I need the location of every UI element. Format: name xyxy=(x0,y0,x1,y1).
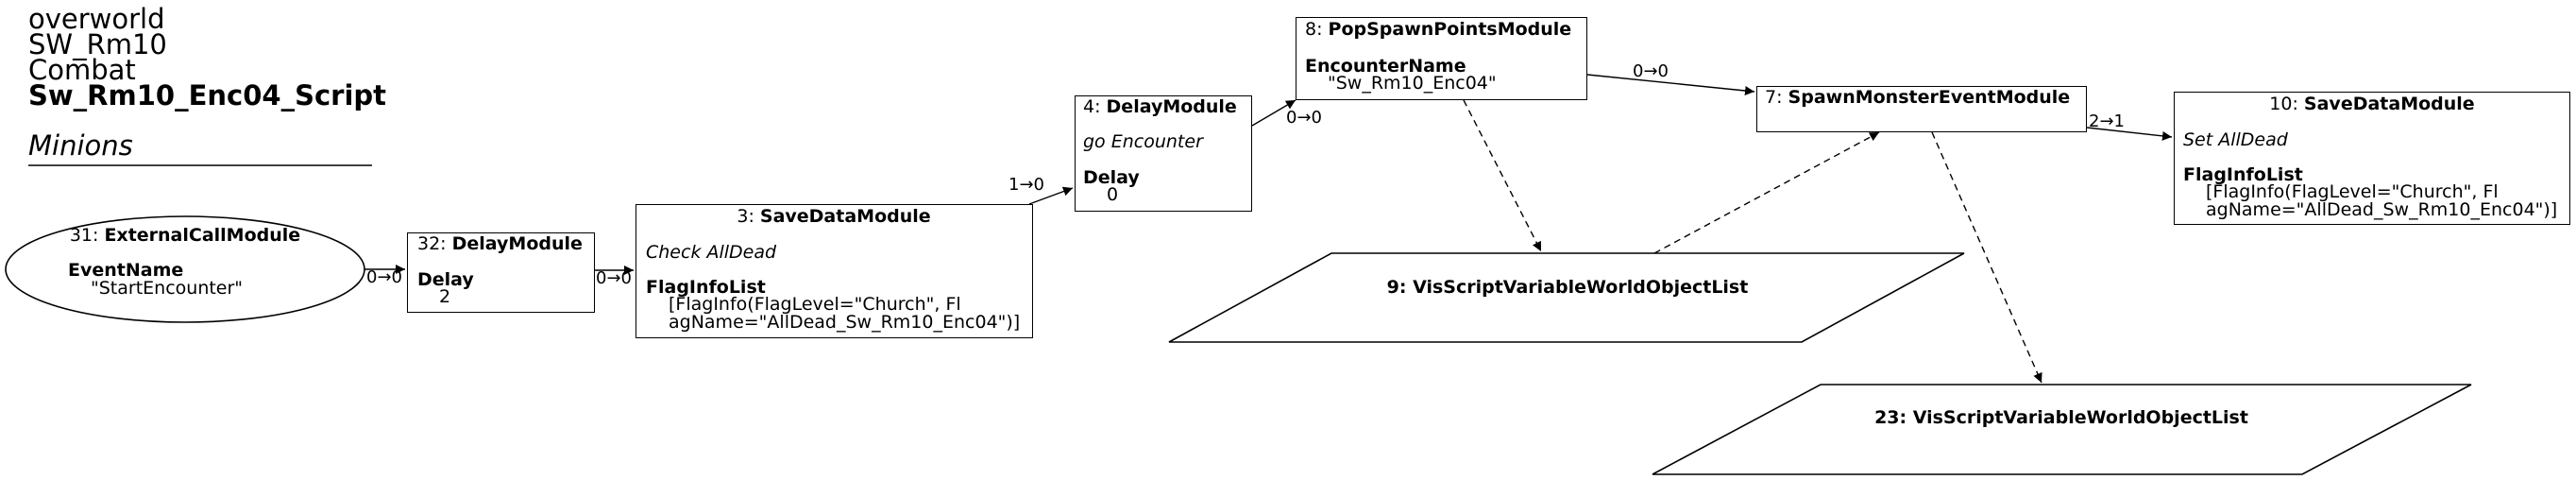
node-9-label: 9: VisScriptVariableWorldObjectList xyxy=(1386,277,1749,298)
node-3-param-name: FlagInfoList xyxy=(646,277,766,298)
node-7-title: 7: SpawnMonsterEventModule xyxy=(1765,87,2071,108)
node-10-param-name: FlagInfoList xyxy=(2183,164,2303,185)
header-line-1: overworld xyxy=(28,3,165,35)
node-9-shape[interactable] xyxy=(1168,252,1965,343)
node-8-param-name: EncounterName xyxy=(1305,56,1466,77)
node-10-box[interactable] xyxy=(2174,92,2570,225)
node-4-title: 4: DelayModule xyxy=(1083,96,1237,117)
node-3-param-value-2: agName="AllDead_Sw_Rm10_Enc04")] xyxy=(669,312,1021,333)
header-line-2: SW_Rm10 xyxy=(28,28,167,60)
node-23-shape[interactable] xyxy=(1652,384,2472,475)
node-31-param-name: EventName xyxy=(68,260,184,281)
node-32-box[interactable] xyxy=(407,232,595,313)
node-3-comment: Check AllDead xyxy=(646,242,777,263)
node-4-box[interactable] xyxy=(1075,95,1252,212)
node-10-param-value-2: agName="AllDead_Sw_Rm10_Enc04")] xyxy=(2206,199,2558,220)
node-4-param-name: Delay xyxy=(1083,167,1140,188)
edge-label-8-7: 0→0 xyxy=(1633,61,1669,81)
edge-7-23 xyxy=(1931,131,2042,384)
node-32-title: 32: DelayModule xyxy=(417,233,583,254)
node-23-label: 23: VisScriptVariableWorldObjectList xyxy=(1874,407,2248,428)
node-32-param-value: 2 xyxy=(439,286,451,307)
edge-label-32-3: 0→0 xyxy=(596,268,632,288)
edge-label-4-8: 0→0 xyxy=(1286,108,1322,128)
node-32-param-name: Delay xyxy=(417,269,474,290)
node-8-title: 8: PopSpawnPointsModule xyxy=(1305,19,1572,40)
edge-label-31-32: 0→0 xyxy=(366,267,402,287)
group-name: Minions xyxy=(28,129,133,162)
edge-label-7-10: 2→1 xyxy=(2089,111,2125,131)
edge-9-7 xyxy=(1653,131,1880,254)
edge-3-4 xyxy=(1028,186,1074,205)
edge-label-3-4: 1→0 xyxy=(1008,175,1044,195)
edge-7-10 xyxy=(2086,127,2173,141)
node-31-title: 31: ExternalCallModule xyxy=(69,225,301,246)
node-10-title: 10: SaveDataModule xyxy=(2269,94,2475,114)
node-31-param-value: "StartEncounter" xyxy=(91,278,244,299)
edge-8-9 xyxy=(1463,99,1542,252)
node-8-box[interactable] xyxy=(1296,17,1587,100)
node-3-box[interactable] xyxy=(636,204,1033,338)
node-4-param-value: 0 xyxy=(1107,184,1119,205)
script-name: Sw_Rm10_Enc04_Script xyxy=(28,79,387,111)
node-10-comment: Set AllDead xyxy=(2183,129,2288,150)
edge-4-8 xyxy=(1251,99,1296,127)
node-7-box[interactable] xyxy=(1756,86,2087,132)
node-4-comment: go Encounter xyxy=(1083,131,1203,152)
header-line-3: Combat xyxy=(28,54,136,86)
node-3-title: 3: SaveDataModule xyxy=(737,206,931,227)
node-8-param-value: "Sw_Rm10_Enc04" xyxy=(1328,73,1497,94)
node-10-param-value-1: [FlagInfo(FlagLevel="Church", Fl xyxy=(2206,181,2499,202)
node-3-param-value-1: [FlagInfo(FlagLevel="Church", Fl xyxy=(669,294,961,315)
edge-8-7 xyxy=(1586,74,1755,95)
